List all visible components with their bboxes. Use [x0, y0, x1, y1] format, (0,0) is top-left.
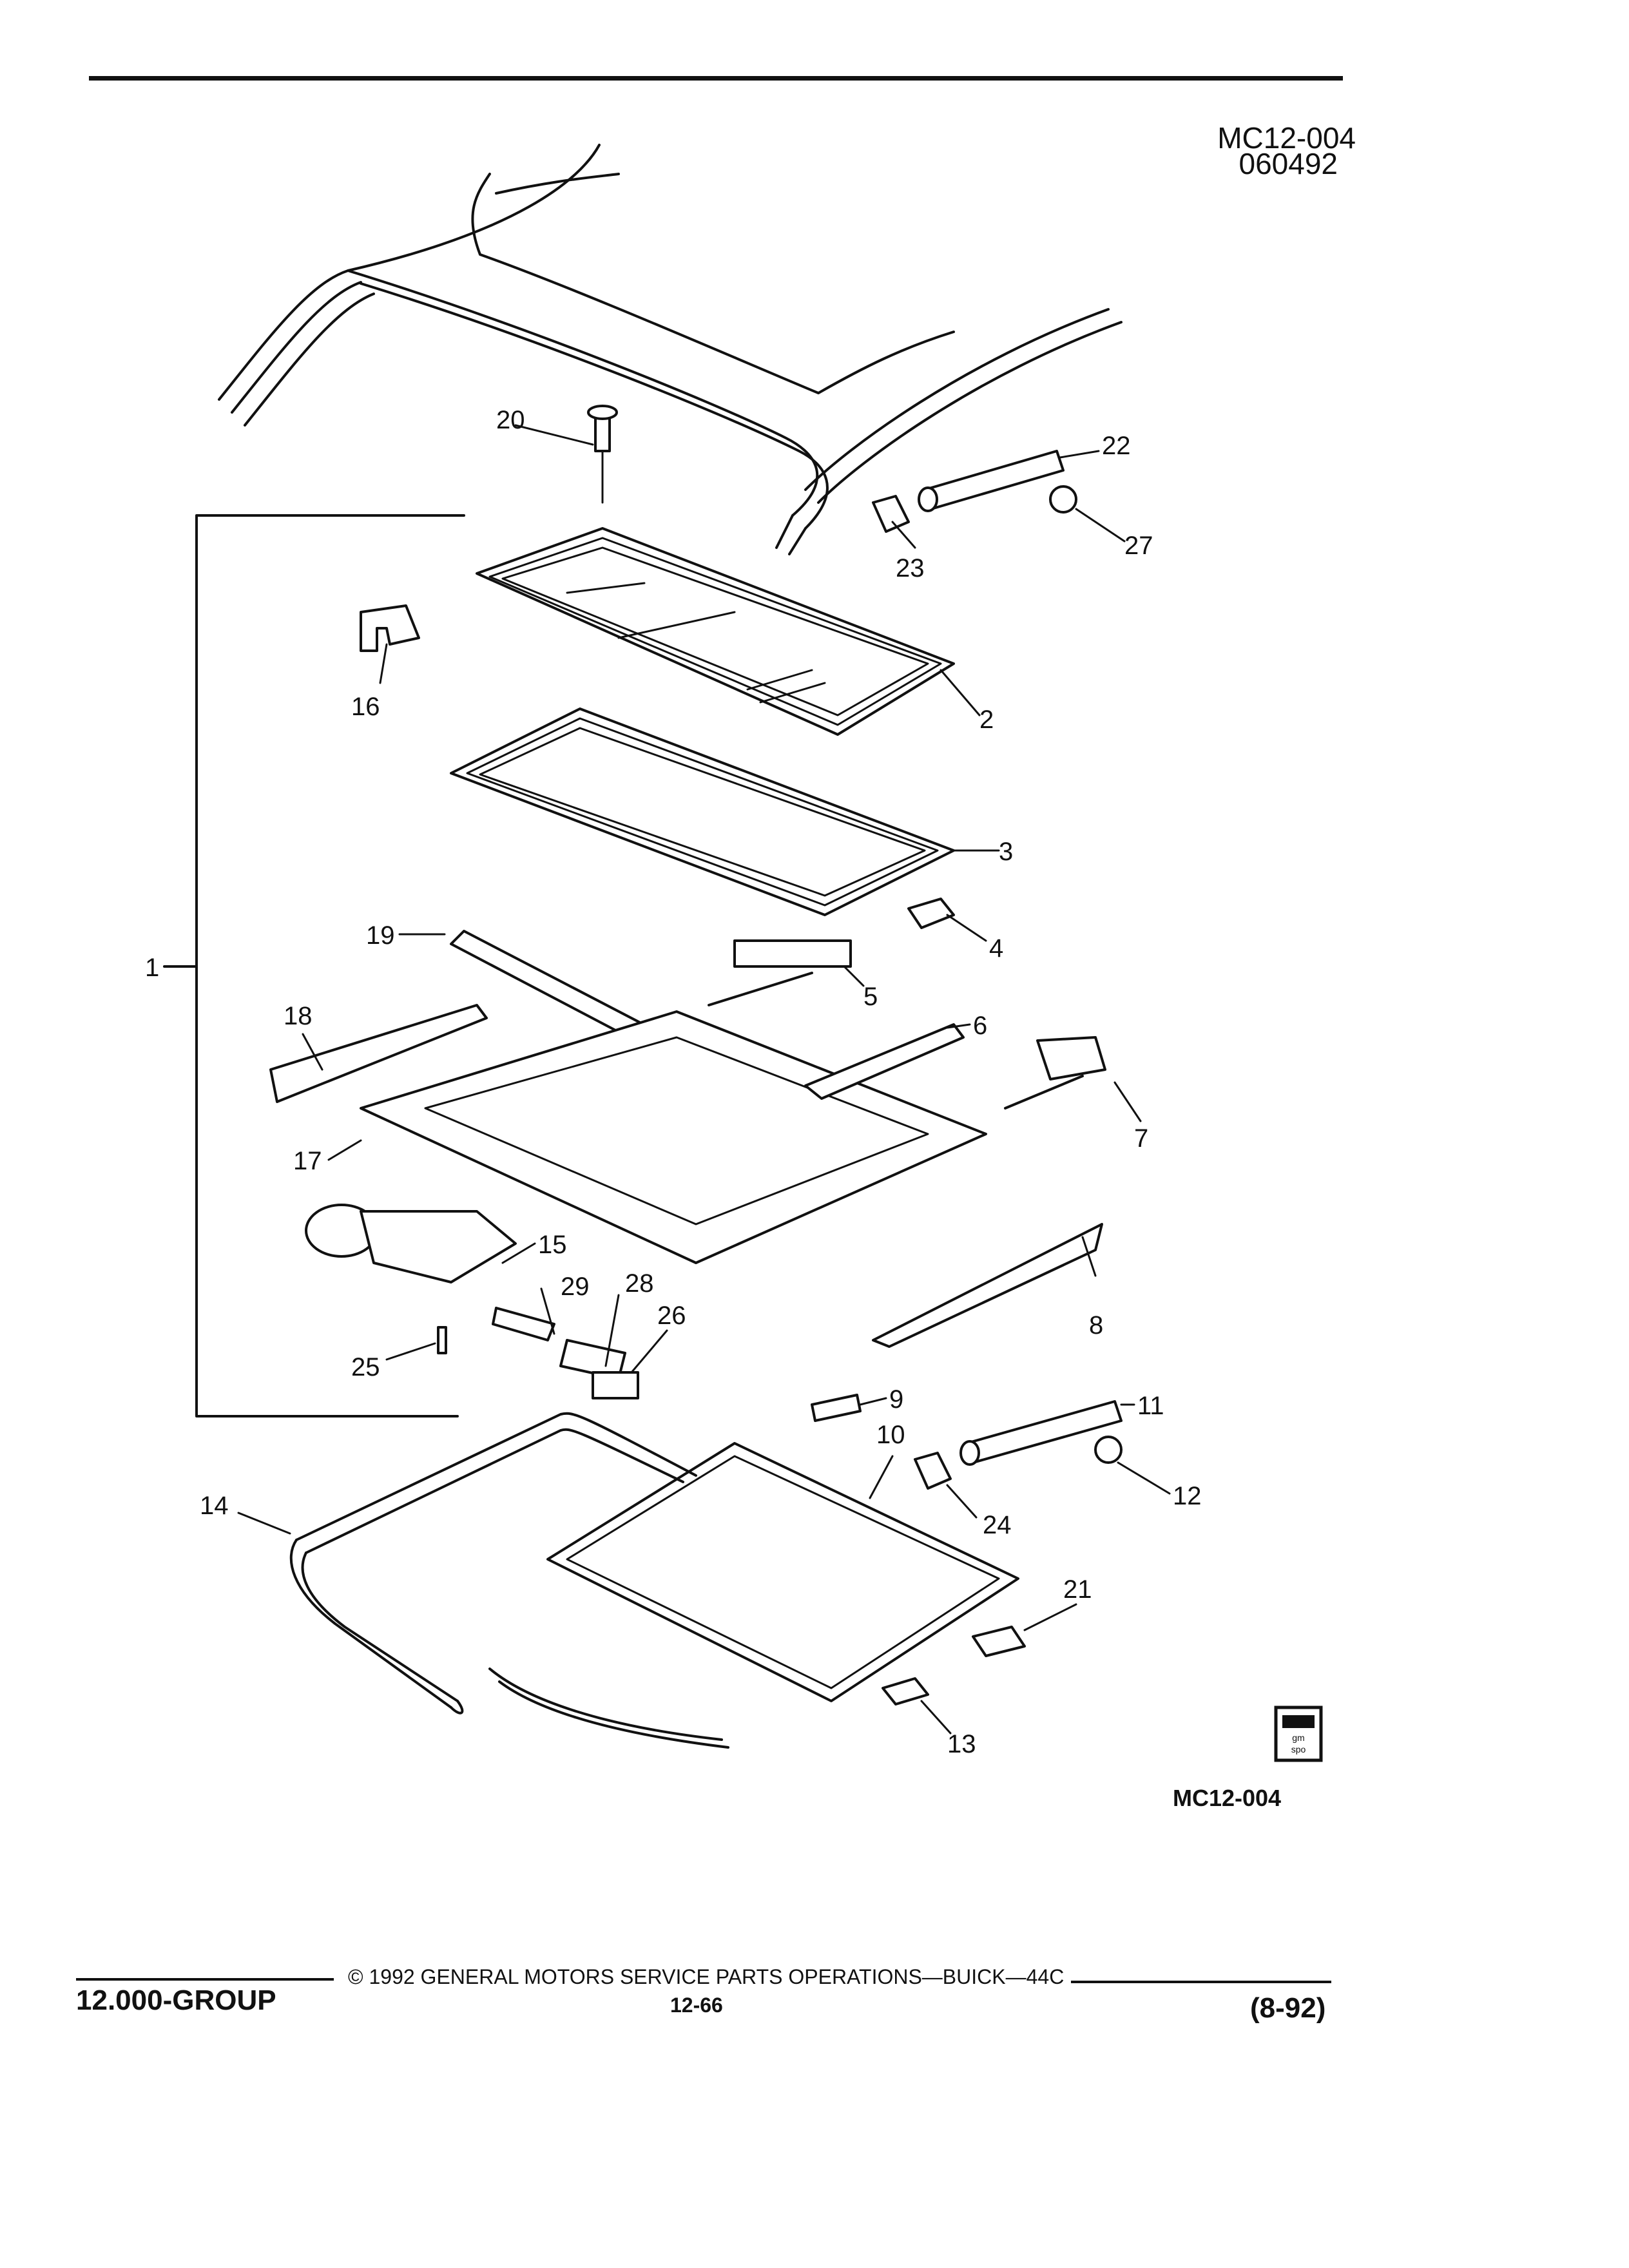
- part-25-screw: [437, 1326, 447, 1354]
- part-15-motor: [305, 1204, 517, 1283]
- part-27-grommet: [1049, 485, 1077, 514]
- callout-labels: 1 2 3 4 5 6 7 8 9 10 11 12 13 14 15 16 1…: [145, 406, 1202, 1758]
- callout-11: 11: [1137, 1392, 1164, 1420]
- callout-8: 8: [1089, 1311, 1103, 1340]
- part-26-harness: [592, 1371, 639, 1399]
- svg-text:spo: spo: [1291, 1744, 1306, 1754]
- callout-27: 27: [1124, 532, 1153, 560]
- callout-20: 20: [496, 406, 525, 434]
- part-12-grommet: [1094, 1436, 1123, 1464]
- figure-code: MC12-004: [1173, 1785, 1282, 1811]
- callout-17: 17: [293, 1147, 322, 1175]
- callout-14: 14: [200, 1492, 229, 1520]
- part-14-weatherstrip: [289, 1412, 729, 1749]
- roof-outline: [218, 144, 1123, 555]
- callout-6: 6: [973, 1012, 987, 1040]
- part-4-stop: [907, 898, 955, 929]
- callout-21: 21: [1063, 1575, 1092, 1604]
- callout-1: 1: [145, 954, 159, 982]
- footer-copyright: © 1992 GENERAL MOTORS SERVICE PARTS OPER…: [348, 1965, 1065, 1988]
- svg-text:gm: gm: [1292, 1733, 1304, 1743]
- callout-16: 16: [351, 693, 380, 721]
- callout-7: 7: [1134, 1124, 1148, 1153]
- footer-date: (8-92): [1250, 1992, 1326, 2024]
- callout-28: 28: [625, 1269, 654, 1298]
- date-code: 060492: [1239, 147, 1338, 180]
- callout-2: 2: [979, 706, 994, 734]
- callout-10: 10: [876, 1421, 905, 1449]
- part-21-clip: [972, 1626, 1026, 1657]
- part-7-drive-mechanism: [1004, 1036, 1106, 1110]
- part-23-clip: [872, 495, 910, 533]
- part-24-clip: [914, 1452, 952, 1490]
- part-18-rail-bracket: [269, 1004, 488, 1103]
- footer-page-number: 12-66: [670, 1994, 723, 2017]
- callout-19: 19: [366, 921, 395, 950]
- callout-9: 9: [889, 1385, 903, 1414]
- callout-3: 3: [999, 838, 1013, 866]
- part-10-sunshade: [546, 1442, 1019, 1702]
- callout-25: 25: [351, 1353, 380, 1381]
- diagram-code: MC12-004: [1217, 121, 1356, 155]
- callout-29: 29: [561, 1273, 590, 1301]
- footer-rule-right: [1071, 1981, 1331, 1983]
- footer-rule-left: [76, 1978, 334, 1981]
- part-9-pin: [811, 1394, 862, 1422]
- part-8-rail: [872, 1223, 1103, 1348]
- footer-group: 12.000-GROUP: [76, 1984, 276, 2016]
- callout-23: 23: [896, 554, 925, 582]
- part-6-guide-rail: [804, 1023, 965, 1100]
- part-16-corner-seal: [360, 604, 420, 652]
- callout-18: 18: [284, 1002, 313, 1030]
- part-2-glass-panel: [476, 527, 955, 736]
- part-20-bolt: [587, 405, 618, 504]
- part-5-guide: [708, 939, 852, 1006]
- header-rule: [89, 76, 1343, 81]
- callout-5: 5: [863, 983, 878, 1011]
- callout-15: 15: [538, 1231, 567, 1259]
- part-3-seal-frame: [450, 707, 955, 916]
- callout-24: 24: [983, 1511, 1012, 1539]
- leader-lines: [237, 424, 1171, 1735]
- part-22-drain-tube: [918, 450, 1065, 512]
- callout-4: 4: [989, 934, 1003, 963]
- callout-13: 13: [947, 1730, 976, 1758]
- part-29-cable: [492, 1307, 555, 1341]
- part-13-clip: [882, 1677, 929, 1706]
- gm-spo-logo: gm spo: [1274, 1706, 1323, 1762]
- part-11-drain-tube: [959, 1400, 1123, 1466]
- callout-22: 22: [1102, 432, 1131, 460]
- callout-12: 12: [1173, 1482, 1202, 1510]
- assembly-bracket: [163, 514, 465, 1418]
- callout-26: 26: [657, 1302, 686, 1330]
